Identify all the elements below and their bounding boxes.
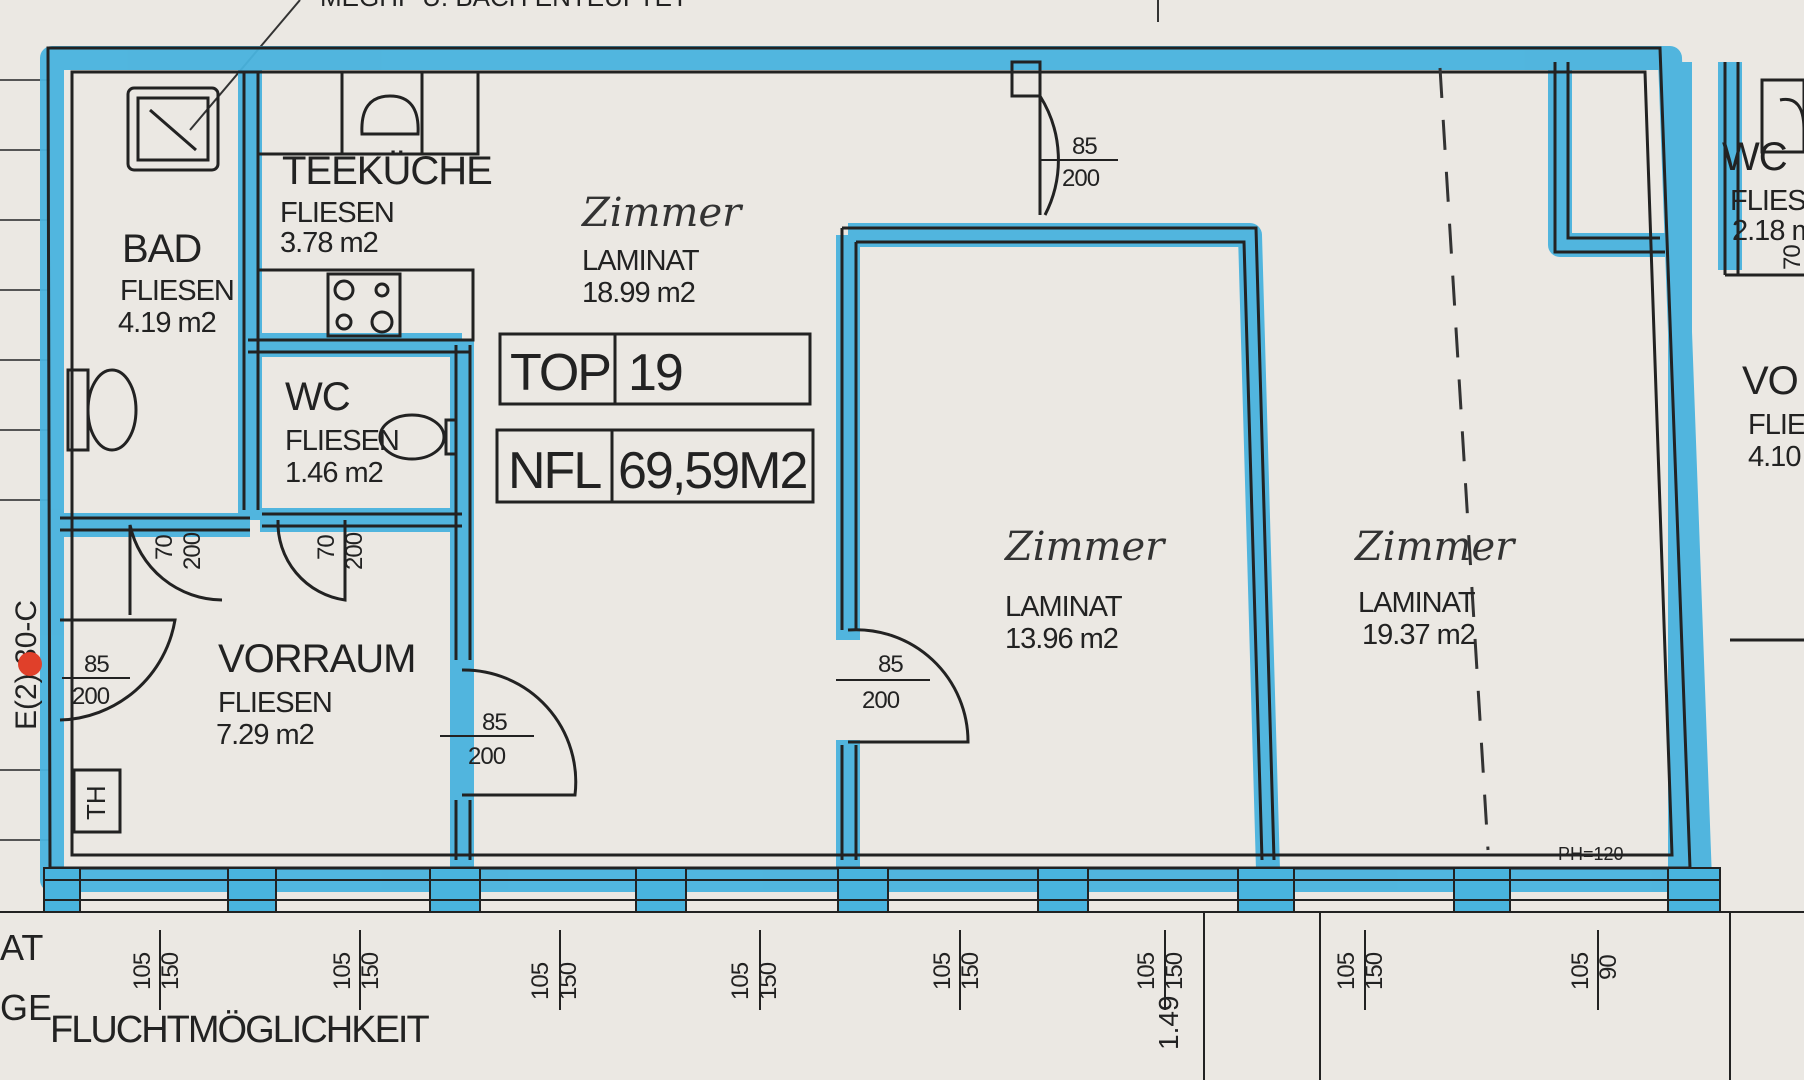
window-1-a: 105 bbox=[329, 952, 356, 990]
door-entry-h: 200 bbox=[72, 683, 110, 710]
window-2-a: 105 bbox=[527, 962, 554, 1000]
window-dims: 105 150 105 150 105 150 105 150 105 150 … bbox=[129, 952, 1622, 1000]
unit-box bbox=[495, 332, 815, 504]
window-0-a: 105 bbox=[129, 952, 156, 990]
door-wc-w: 70 bbox=[313, 535, 340, 560]
window-columns bbox=[43, 867, 1721, 913]
door-top-h: 200 bbox=[1062, 165, 1100, 192]
dashed-partition bbox=[1438, 67, 1490, 851]
nfl-value: 69,59M2 bbox=[618, 442, 806, 500]
zimmer1-name: Zimmer bbox=[580, 190, 744, 236]
zimmer3-name: Zimmer bbox=[1353, 524, 1517, 570]
teekueche-name: TEEKÜCHE bbox=[282, 149, 492, 193]
ph-label: PH=120 bbox=[1558, 844, 1624, 864]
top-label: TOP bbox=[510, 344, 610, 402]
zimmer2-name: Zimmer bbox=[1003, 524, 1167, 570]
zimmer1-floor: LAMINAT bbox=[582, 245, 700, 277]
zimmer2-area: 13.96 m2 bbox=[1005, 623, 1118, 655]
left-ge-label: GE bbox=[0, 987, 52, 1028]
neighbor-vo-floor: FLIE bbox=[1748, 409, 1804, 441]
fire-marker bbox=[18, 652, 42, 676]
door-z2-h: 200 bbox=[862, 687, 900, 714]
window-1-b: 150 bbox=[357, 952, 384, 990]
window-3-a: 105 bbox=[727, 962, 754, 1000]
wc-floor: FLIESEN bbox=[285, 425, 399, 457]
walls-highlight bbox=[40, 46, 1742, 892]
window-3-b: 150 bbox=[755, 962, 782, 1000]
vorraum-floor: FLIESEN bbox=[218, 687, 332, 719]
zimmer3-area: 19.37 m2 bbox=[1362, 619, 1475, 651]
window-5-b: 150 bbox=[1161, 952, 1188, 990]
window-2-b: 150 bbox=[555, 962, 582, 1000]
door-wc-h: 200 bbox=[341, 532, 368, 570]
door-z2-w: 85 bbox=[878, 651, 903, 678]
zimmer1-area: 18.99 m2 bbox=[582, 277, 695, 309]
bad-area: 4.19 m2 bbox=[118, 307, 216, 339]
neighbor-vo-area: 4.10 bbox=[1748, 441, 1800, 473]
door-bath-w: 70 bbox=[151, 535, 178, 560]
escape-label: FLUCHTMÖGLICHKEIT bbox=[50, 1009, 429, 1051]
window-7-b: 90 bbox=[1595, 955, 1622, 980]
window-4-a: 105 bbox=[929, 952, 956, 990]
window-0-b: 150 bbox=[157, 952, 184, 990]
neighbor-wc-area: 2.18 m bbox=[1732, 215, 1804, 247]
wc-area: 1.46 m2 bbox=[285, 457, 383, 489]
zimmer3-floor: LAMINAT bbox=[1358, 587, 1476, 619]
vorraum-name: VORRAUM bbox=[218, 637, 415, 681]
window-4-b: 150 bbox=[957, 952, 984, 990]
window-5-a: 105 bbox=[1133, 952, 1160, 990]
window-6-b: 150 bbox=[1361, 952, 1388, 990]
door-entry-w: 85 bbox=[84, 651, 109, 678]
door-dims: 85 200 70 200 70 200 85 200 85 200 85 20… bbox=[62, 133, 1804, 770]
header-text: MEGHP U. BACH ENTEUFTET bbox=[320, 0, 688, 12]
walls-outline bbox=[46, 46, 1804, 870]
teekueche-floor: FLIESEN bbox=[280, 197, 394, 229]
door-top-w: 85 bbox=[1072, 133, 1097, 160]
door-bath-h: 200 bbox=[179, 532, 206, 570]
zimmer2-floor: LAMINAT bbox=[1005, 591, 1123, 623]
nfl-label: NFL bbox=[508, 442, 601, 500]
wc-name: WC bbox=[285, 375, 350, 419]
top-value: 19 bbox=[628, 344, 682, 402]
door-swings bbox=[59, 95, 1060, 797]
th-label: TH bbox=[81, 785, 111, 820]
teekueche-area: 3.78 m2 bbox=[280, 227, 378, 259]
vorraum-area: 7.29 m2 bbox=[216, 719, 314, 751]
door-vorraum-w: 85 bbox=[482, 709, 507, 736]
window-7-a: 105 bbox=[1567, 952, 1594, 990]
bad-name: BAD bbox=[122, 227, 201, 271]
door-neighbor-w: 70 bbox=[1779, 245, 1804, 270]
door-vorraum-h: 200 bbox=[468, 743, 506, 770]
window-lines bbox=[0, 879, 1804, 1080]
height-label: 1.49 bbox=[1153, 996, 1184, 1051]
neighbor-wc-floor: FLIES bbox=[1730, 185, 1804, 217]
left-at-label: AT bbox=[0, 927, 43, 968]
neighbor-wc-name: WC bbox=[1722, 135, 1787, 179]
bad-floor: FLIESEN bbox=[120, 275, 234, 307]
fixtures bbox=[66, 70, 1804, 834]
neighbor-vo-name: VO bbox=[1742, 359, 1798, 403]
window-6-a: 105 bbox=[1333, 952, 1360, 990]
